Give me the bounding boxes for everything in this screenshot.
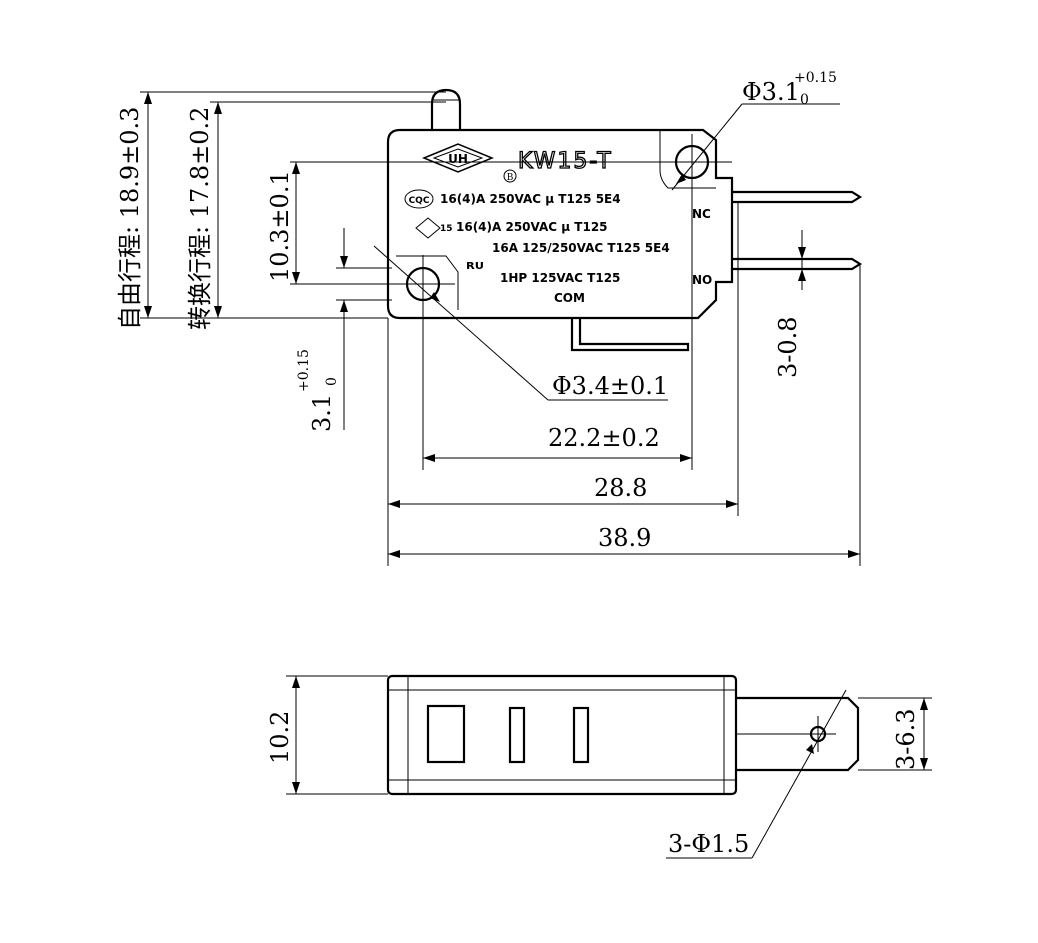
dim-free-travel: 自由行程: 18.9±0.3 [116, 107, 144, 330]
tol-lower-right: 0 [800, 92, 809, 108]
side-terminal [736, 696, 860, 772]
terminal-nc [732, 190, 863, 204]
switch-body-outline [386, 128, 734, 320]
dim-operating-travel: 转换行程: 17.8±0.2 [186, 107, 214, 330]
dim-length-28-8: 28.8 [594, 474, 647, 502]
logo-text: UH [448, 152, 468, 166]
dim-length-22-2: 22.2±0.2 [548, 424, 660, 452]
dim-hole-right: Φ3.1 [742, 78, 800, 106]
brand-logo: UH [422, 143, 494, 173]
rating-line-2: 16(4)A 250VAC μ T125 [456, 220, 608, 234]
tol-upper-left: +0.15 [296, 349, 312, 392]
n15-mark: 15 [440, 224, 453, 234]
cqc-mark: CQC [409, 196, 430, 206]
side-window [426, 704, 466, 764]
top-view: UH B KW15-T CQC 16(4)A 250VAC μ T125 5E4… [116, 70, 863, 566]
rating-line-4: 1HP 125VAC T125 [500, 271, 620, 285]
side-body-outline [386, 674, 738, 796]
side-slot [572, 706, 590, 764]
label-nc: NC [692, 207, 711, 221]
rating-line-3: 16A 125/250VAC T125 5E4 [492, 241, 670, 255]
body-edge-line [396, 255, 459, 310]
tol-upper-right: +0.15 [794, 70, 837, 86]
dim-length-38-9: 38.9 [598, 524, 651, 552]
dim-hole-left: Φ3.4±0.1 [552, 372, 668, 400]
body-edge-line [659, 130, 716, 189]
dim-hole-left-pos: 3.1 [308, 394, 336, 432]
rating-line-1: 16(4)A 250VAC μ T125 5E4 [440, 192, 621, 206]
dim-side-height: 10.2 [266, 711, 294, 764]
terminal-com [570, 318, 690, 352]
side-slot [508, 706, 526, 764]
dim-terminal-width: 3-6.3 [892, 708, 920, 770]
label-com: COM [554, 291, 585, 305]
label-no: NO [692, 273, 712, 287]
dim-terminal-spacing: 3-0.8 [774, 316, 802, 378]
dim-height-10-3: 10.3±0.1 [266, 170, 294, 282]
plunger [430, 88, 462, 130]
side-view: 10.2 3-6.3 3-Φ1.5 [266, 674, 932, 859]
dim-terminal-hole: 3-Φ1.5 [668, 830, 749, 858]
tol-lower-left: 0 [324, 377, 340, 386]
ul-mark: ᴿᵁ [466, 259, 484, 280]
b-mark: B [507, 173, 514, 183]
terminal-no [732, 257, 863, 271]
